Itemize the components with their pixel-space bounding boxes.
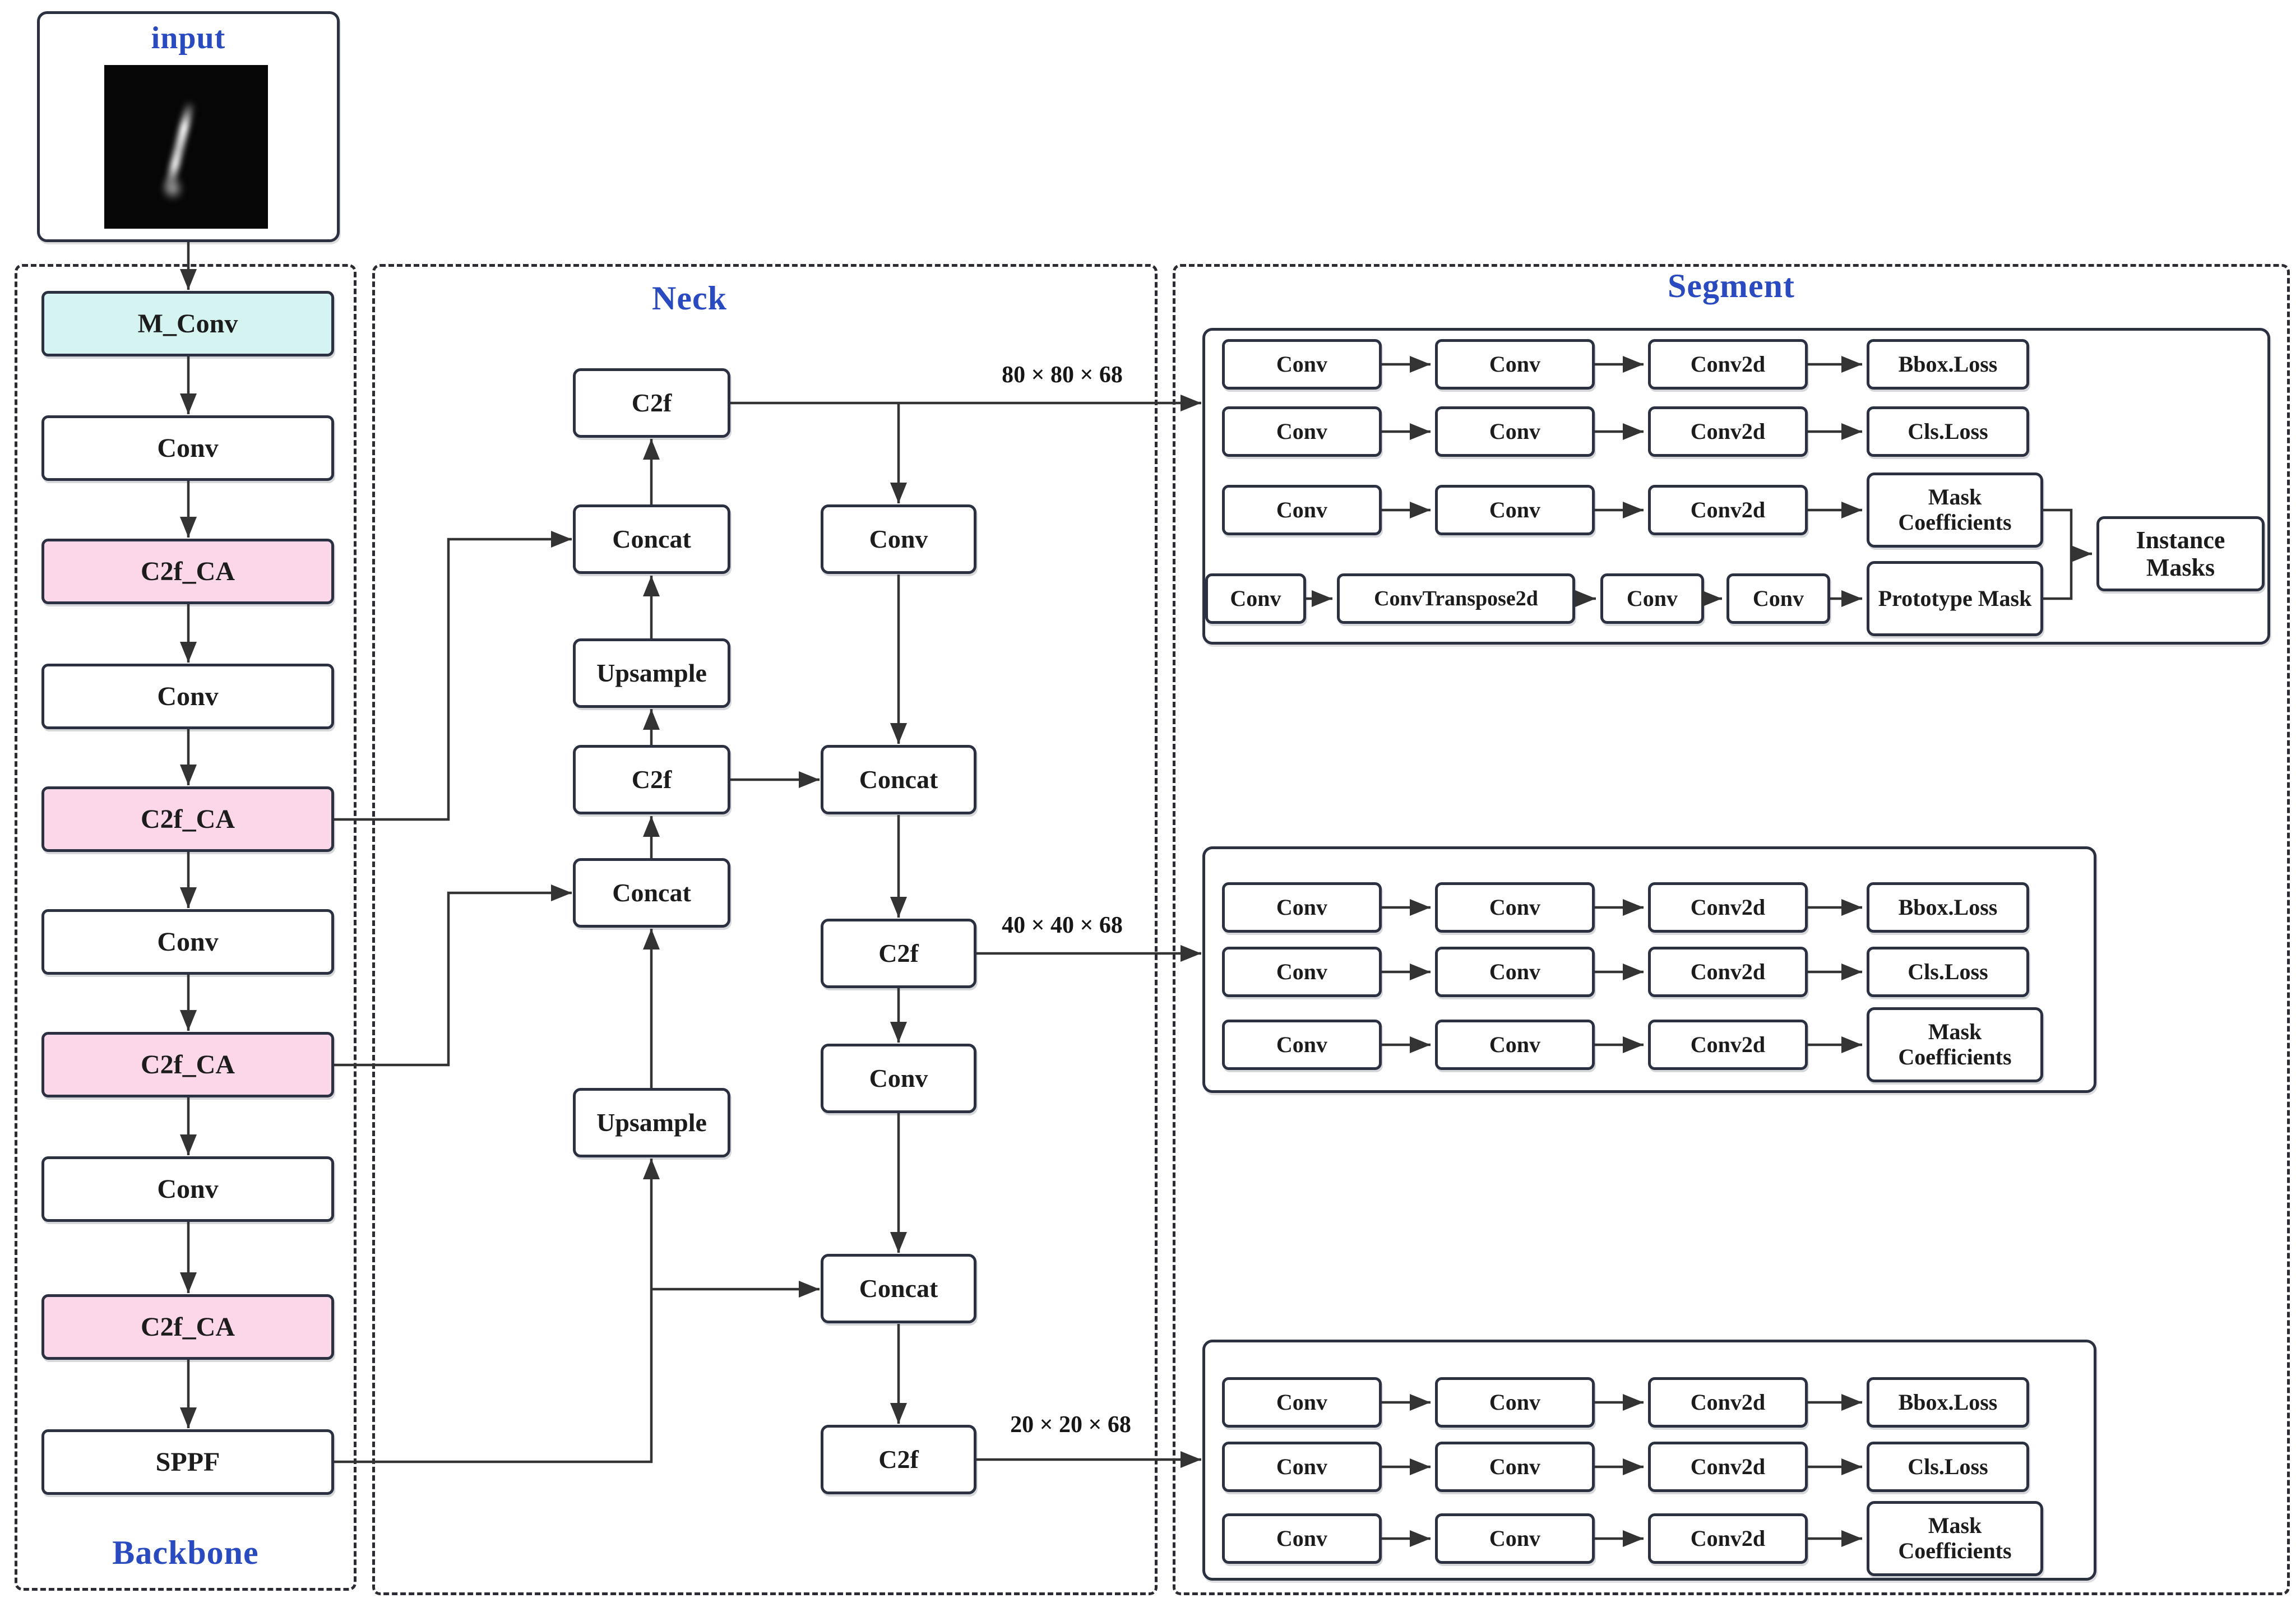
h80-r1-conv2d: Conv2d <box>1648 339 1808 390</box>
h40-r2-conv1: Conv <box>1222 947 1382 997</box>
h80-r2-conv1: Conv <box>1222 406 1382 457</box>
neck-node-concat-bot: Concat <box>573 858 730 928</box>
h20-r1-conv2d: Conv2d <box>1648 1377 1808 1428</box>
h40-r1-bbox-loss: Bbox.Loss <box>1867 882 2029 933</box>
h80-r1-bbox-loss: Bbox.Loss <box>1867 339 2029 390</box>
neck-node-c2f-40: C2f <box>821 919 976 988</box>
neck-node-conv-b: Conv <box>821 1044 976 1113</box>
backbone-node-c2f-ca-3: C2f_CA <box>41 1032 334 1097</box>
h40-r1-conv2d: Conv2d <box>1648 882 1808 933</box>
h20-r1-bbox-loss: Bbox.Loss <box>1867 1377 2029 1428</box>
bright-blob <box>166 180 179 196</box>
neck-node-concat-b: Concat <box>821 1254 976 1323</box>
h20-r3-conv2: Conv <box>1435 1513 1595 1564</box>
backbone-node-c2f-ca-1: C2f_CA <box>41 539 334 604</box>
h40-r1-conv1: Conv <box>1222 882 1382 933</box>
backbone-node-conv-1: Conv <box>41 415 334 481</box>
h80-r3-conv2: Conv <box>1435 485 1595 535</box>
feature-label-40: 40 × 40 × 68 <box>1002 913 1123 938</box>
feature-label-20: 20 × 20 × 68 <box>1010 1412 1131 1438</box>
neck-node-c2f-mid: C2f <box>573 745 730 814</box>
backbone-node-conv-2: Conv <box>41 664 334 729</box>
h40-r1-conv2: Conv <box>1435 882 1595 933</box>
h80-r3-conv1: Conv <box>1222 485 1382 535</box>
segment-title: Segment <box>1668 267 1795 304</box>
h80-r1-conv2: Conv <box>1435 339 1595 390</box>
neck-node-upsample-bot: Upsample <box>573 1088 730 1157</box>
backbone-node-conv-3: Conv <box>41 909 334 975</box>
h20-mask-coefficients: Mask Coefficients <box>1867 1501 2043 1576</box>
h80-r2-cls-loss: Cls.Loss <box>1867 406 2029 457</box>
h80-proto-convtranspose2d: ConvTranspose2d <box>1337 573 1575 624</box>
h20-r2-conv2d: Conv2d <box>1648 1442 1808 1492</box>
h80-r1-conv1: Conv <box>1222 339 1382 390</box>
h40-r2-conv2: Conv <box>1435 947 1595 997</box>
h20-r1-conv1: Conv <box>1222 1377 1382 1428</box>
h40-r3-conv2: Conv <box>1435 1020 1595 1070</box>
instance-masks: Instance Masks <box>2096 516 2265 591</box>
h20-r3-conv1: Conv <box>1222 1513 1382 1564</box>
h80-r2-conv2: Conv <box>1435 406 1595 457</box>
h40-mask-coefficients: Mask Coefficients <box>1867 1007 2043 1082</box>
neck-node-conv-a: Conv <box>821 504 976 574</box>
h20-r1-conv2: Conv <box>1435 1377 1595 1428</box>
h80-mask-coefficients: Mask Coefficients <box>1867 473 2043 548</box>
input-sonar-image <box>104 65 268 229</box>
backbone-node-c2f-ca-2: C2f_CA <box>41 786 334 852</box>
neck-node-upsample-top: Upsample <box>573 638 730 708</box>
backbone-title: Backbone <box>112 1534 259 1571</box>
h40-r3-conv1: Conv <box>1222 1020 1382 1070</box>
neck-node-concat-top: Concat <box>573 504 730 574</box>
bright-streak <box>163 100 196 194</box>
h40-r3-conv2d: Conv2d <box>1648 1020 1808 1070</box>
input-title: input <box>151 21 226 55</box>
h40-r2-conv2d: Conv2d <box>1648 947 1808 997</box>
h80-r3-conv2d: Conv2d <box>1648 485 1808 535</box>
h80-proto-conv2: Conv <box>1600 573 1704 624</box>
backbone-node-c2f-ca-4: C2f_CA <box>41 1294 334 1360</box>
neck-title: Neck <box>652 280 727 317</box>
neck-node-c2f-top: C2f <box>573 368 730 438</box>
h80-prototype-mask: Prototype Mask <box>1867 561 2043 636</box>
neck-node-concat-a: Concat <box>821 745 976 814</box>
neck-node-c2f-20: C2f <box>821 1425 976 1494</box>
segment-container <box>1173 264 2290 1595</box>
h20-r2-conv2: Conv <box>1435 1442 1595 1492</box>
backbone-node-sppf: SPPF <box>41 1429 334 1495</box>
h80-proto-conv1: Conv <box>1205 573 1306 624</box>
h20-r2-cls-loss: Cls.Loss <box>1867 1442 2029 1492</box>
h80-r2-conv2d: Conv2d <box>1648 406 1808 457</box>
feature-label-80: 80 × 80 × 68 <box>1002 362 1123 388</box>
backbone-node-m-conv: M_Conv <box>41 291 334 356</box>
backbone-node-conv-4: Conv <box>41 1156 334 1222</box>
h20-r3-conv2d: Conv2d <box>1648 1513 1808 1564</box>
h80-proto-conv3: Conv <box>1726 573 1830 624</box>
h40-r2-cls-loss: Cls.Loss <box>1867 947 2029 997</box>
h20-r2-conv1: Conv <box>1222 1442 1382 1492</box>
